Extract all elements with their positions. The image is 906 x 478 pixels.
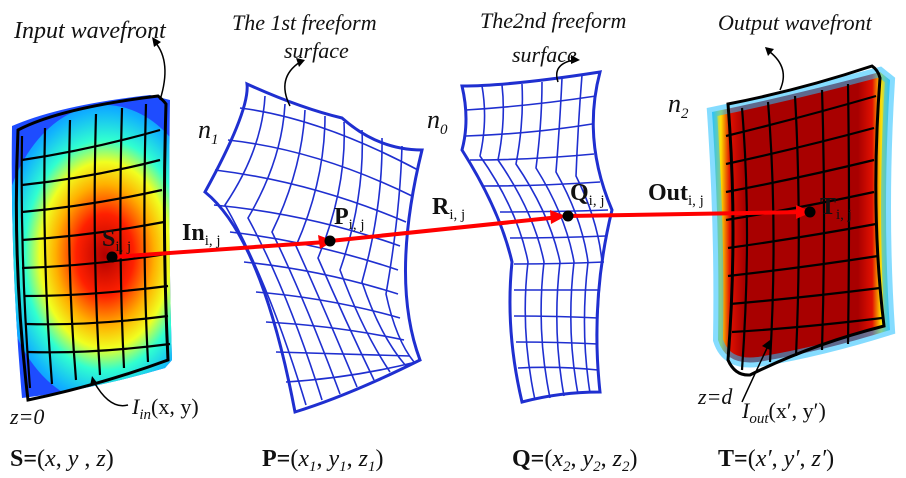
point-q-label: Qi, j (570, 180, 605, 209)
freeform-surface-2 (460, 70, 614, 404)
input-wavefront-outline (14, 94, 170, 402)
point-s-marker (106, 251, 118, 263)
i-out-leader (741, 345, 769, 403)
leader-arrows (90, 37, 785, 407)
ray-r-arrowhead (550, 210, 566, 224)
output-wavefront-grid (725, 83, 883, 371)
coord-q: Q=(x2, y2, z2) (512, 446, 638, 475)
output-heatmap (712, 72, 890, 363)
output-heatmap-rim (706, 66, 896, 368)
ray-path (111, 205, 812, 259)
input-wavefront-grid (20, 103, 171, 389)
index-n2: n2 (668, 89, 689, 122)
surface-1-leader (284, 61, 301, 107)
surface-2-outline (460, 70, 614, 404)
surface-2-grid (465, 74, 609, 401)
index-n0: n0 (427, 105, 448, 138)
surface-2-leader (556, 59, 575, 83)
surface-1-grid (213, 95, 419, 406)
ray-in-label: Ini, j (182, 220, 221, 249)
input-wavefront-label: Input wavefront (13, 18, 167, 44)
point-t-marker (804, 206, 816, 218)
ray-r-label: Ri, j (432, 194, 465, 223)
i-in-label: Iin(x, y) (131, 394, 199, 423)
i-in-leader (93, 381, 129, 407)
ray-out (567, 210, 805, 218)
surface-1-label-line1: The 1st freeform (232, 10, 377, 35)
ray-in (111, 240, 327, 259)
i-out-label: Iout(x′, y′) (741, 398, 826, 427)
index-n1: n1 (198, 115, 219, 148)
surface-2-label-line2: surface (512, 42, 577, 67)
z0-label: z=0 (9, 404, 44, 429)
output-wavefront-leader (769, 51, 785, 91)
surface-1-label-line2: surface (284, 38, 349, 63)
point-p-marker (324, 235, 336, 247)
freeform-surface-1 (203, 81, 424, 414)
ray-out-label: Outi, j (648, 180, 704, 209)
point-t-label: Ti, j (820, 194, 852, 223)
ray-r (329, 215, 561, 243)
point-s-label: Si, j (102, 226, 131, 255)
input-wavefront-leader (154, 41, 166, 101)
input-wavefront (11, 94, 173, 402)
point-q-marker (562, 210, 574, 222)
coord-p: P=(x1, y1, z1) (262, 446, 384, 475)
coord-s: S=(x, y , z) (10, 446, 114, 472)
surface-2-label-line1: The2nd freeform (480, 8, 626, 33)
coord-t: T=(x′, y′, z′) (718, 446, 834, 472)
zd-label: z=d (697, 384, 733, 409)
output-wavefront-outline (726, 64, 886, 377)
point-p-label: Pi, j (334, 204, 365, 233)
output-wavefront-label: Output wavefront (718, 10, 873, 35)
ray-out-arrowhead (796, 205, 812, 219)
output-wavefront (706, 64, 896, 377)
